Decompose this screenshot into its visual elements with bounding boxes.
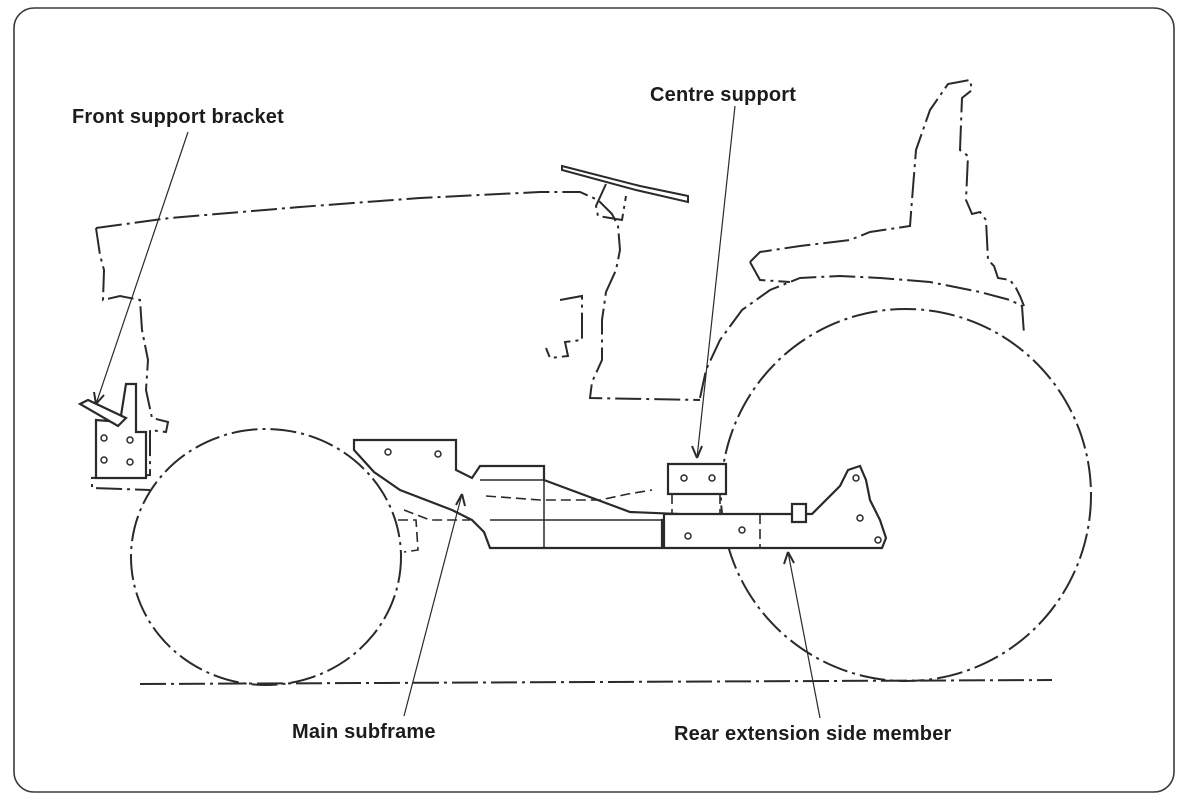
centre-support-label: Centre support xyxy=(650,84,797,106)
bonnet-top xyxy=(95,191,701,401)
arrow-front-support xyxy=(93,391,105,405)
leader-front-support xyxy=(95,131,189,405)
arrow-main-subframe xyxy=(455,493,466,507)
arrow-rear-extension xyxy=(783,551,795,565)
seat-back xyxy=(749,78,1025,307)
rear-extension-side-member-label: Rear extension side member xyxy=(674,723,952,745)
main-subframe xyxy=(352,438,682,553)
front-support-bracket xyxy=(77,382,148,480)
steering-column xyxy=(594,183,627,222)
steering-wheel xyxy=(561,164,689,204)
arrow-centre-support xyxy=(691,445,703,459)
page-border xyxy=(13,7,1175,793)
dash-panel xyxy=(545,294,583,360)
rear-wheel xyxy=(720,308,1092,682)
front-wheel xyxy=(130,428,402,686)
seat-cushion xyxy=(749,261,791,283)
rear-extension-side-member xyxy=(662,464,888,550)
leader-main-subframe xyxy=(403,493,463,717)
front-support-bracket-label: Front support bracket xyxy=(72,106,284,128)
leader-rear-extension xyxy=(787,551,821,719)
fender-outline xyxy=(699,274,1025,399)
main-subframe-label: Main subframe xyxy=(292,721,436,743)
leader-centre-support xyxy=(696,105,736,459)
